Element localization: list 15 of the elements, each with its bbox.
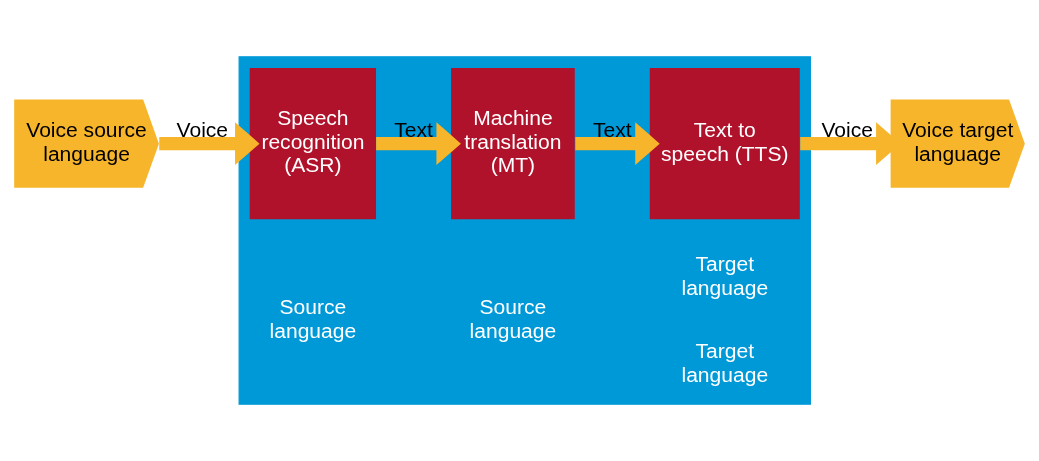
label: Target language	[681, 252, 769, 299]
label: Source language	[469, 295, 557, 343]
arrow	[575, 122, 660, 166]
cluster	[238, 56, 811, 405]
label: Source language	[269, 295, 357, 343]
edge-label: Text	[394, 117, 433, 141]
edge-label: Text	[592, 117, 632, 141]
arrow	[376, 122, 461, 166]
label: Target language	[681, 338, 769, 386]
edge-label: Voice	[821, 117, 873, 141]
node-box: Machine translation (MT)	[451, 68, 575, 220]
node-box: Text to speech (TTS)	[649, 68, 800, 220]
arrow	[159, 122, 260, 166]
edge-label: Voice	[176, 117, 229, 141]
node-box: Speech recognition (ASR)	[249, 68, 377, 220]
